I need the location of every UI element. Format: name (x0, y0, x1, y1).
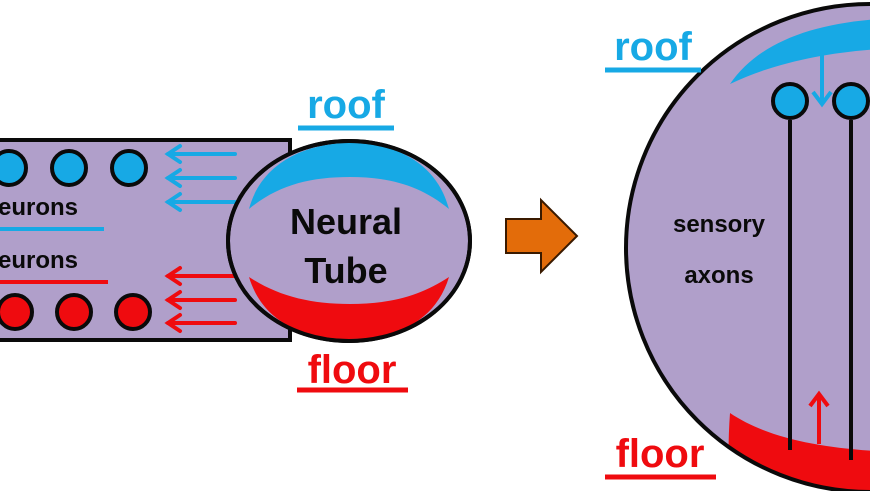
floor-arrow-1 (164, 266, 237, 286)
neural-tube-outline (226, 139, 472, 343)
floor-arrow-3 (164, 313, 237, 333)
dorsal-neurons-label: eurons (0, 194, 78, 221)
roof-plate (249, 143, 449, 209)
roof-signal-arrows (164, 144, 237, 212)
roof-arrow-1 (164, 144, 237, 164)
sensory-neuron-1 (771, 82, 809, 120)
left-roof-label: roof (307, 83, 385, 127)
sensory-neuron-2 (832, 82, 870, 120)
neural-tube-label-line2: Tube (304, 250, 387, 291)
roof-neuron-3 (110, 149, 148, 187)
right-arrow-icon (505, 197, 579, 275)
left-panel: eurons eurons Neural Tube roof floor (0, 83, 472, 393)
floor-arrow-2 (164, 290, 237, 310)
ventral-neurons-label: eurons (0, 247, 78, 274)
right-floor-label: floor (616, 432, 705, 476)
floor-plate (249, 277, 449, 339)
roof-arrow-2 (164, 168, 237, 188)
floor-signal-arrows (164, 266, 237, 333)
left-floor-label: floor (308, 348, 397, 392)
axon-label-line1: sensory (673, 211, 766, 238)
roof-neuron-1 (0, 149, 28, 187)
right-panel: sensory axons roof floor (605, 2, 870, 491)
floor-neuron-3 (114, 293, 152, 331)
axon-label-line2: axons (684, 262, 753, 289)
roof-down-arrow-icon (811, 50, 833, 108)
enlarged-neural-tube (626, 4, 870, 491)
floor-up-arrow-icon (808, 390, 830, 444)
roof-neuron-2 (50, 149, 88, 187)
neural-tube-label-line1: Neural (290, 201, 402, 242)
right-roof-plate (730, 18, 870, 84)
roof-arrow-3 (164, 192, 237, 212)
floor-neuron-2 (55, 293, 93, 331)
right-roof-label: roof (614, 25, 692, 69)
floor-neuron-1 (0, 293, 34, 331)
enlarged-neural-tube-outline (624, 2, 870, 491)
